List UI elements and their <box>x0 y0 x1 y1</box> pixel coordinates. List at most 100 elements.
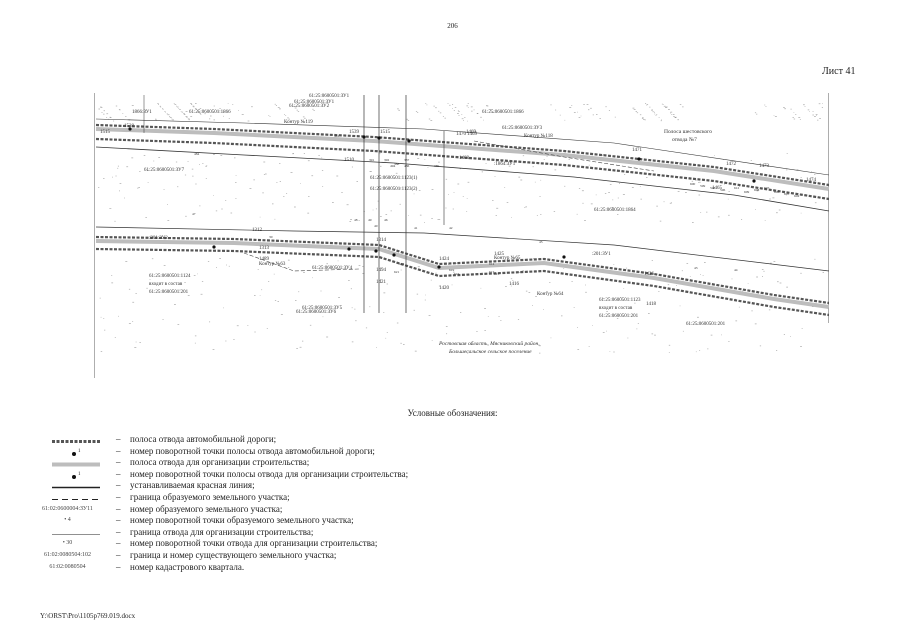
legend-symbol-graphic <box>52 487 100 489</box>
turning-point-marker <box>752 179 756 183</box>
terrain-speck <box>426 104 428 106</box>
terrain-speck <box>198 111 199 113</box>
terrain-speck <box>580 115 582 117</box>
terrain-speck <box>681 270 683 272</box>
terrain-speck <box>731 278 733 280</box>
terrain-speck <box>379 153 381 155</box>
terrain-speck <box>187 295 190 296</box>
terrain-speck <box>445 326 448 327</box>
terrain-speck <box>162 108 164 110</box>
terrain-speck <box>284 114 285 115</box>
legend-dash: – <box>116 492 121 502</box>
terrain-speck <box>365 327 368 329</box>
legend-symbol-graphic: 1 <box>72 449 81 456</box>
terrain-speck <box>654 111 655 113</box>
region-caption: Ростовская область, Мясниковский район, <box>438 340 540 347</box>
plot-number-label: входит в состав <box>149 282 183 287</box>
terrain-speck <box>195 103 197 104</box>
terrain-speck <box>279 181 281 182</box>
terrain-speck <box>163 189 165 190</box>
terrain-speck <box>269 116 271 117</box>
terrain-speck <box>608 110 610 111</box>
terrain-speck <box>453 271 455 273</box>
terrain-speck <box>109 116 111 118</box>
legend-dash: – <box>116 561 121 572</box>
legend-symbol-graphic <box>52 499 100 500</box>
legend-row: 1–номер поворотной точки полосы отвода а… <box>0 446 905 457</box>
terrain-speck <box>320 290 322 292</box>
terrain-speck <box>386 283 388 285</box>
terrain-speck <box>458 115 460 116</box>
terrain-speck <box>128 323 131 324</box>
terrain-speck <box>164 111 166 112</box>
terrain-speck <box>536 215 538 216</box>
terrain-speck <box>645 103 647 104</box>
point-number: 1515 <box>380 130 391 135</box>
terrain-speck <box>586 104 589 105</box>
plot-number-label: входит в состав <box>599 306 633 311</box>
small-point-number: 600 <box>690 182 696 186</box>
terrain-speck <box>665 106 668 108</box>
terrain-speck <box>467 103 469 104</box>
terrain-speck <box>790 108 792 110</box>
legend-dash: – <box>116 468 121 479</box>
point-number: 1418 <box>646 302 657 307</box>
terrain-speck <box>679 104 682 105</box>
terrain-speck <box>620 297 622 298</box>
legend-dash: – <box>116 480 121 491</box>
terrain-speck <box>467 107 469 108</box>
terrain-speck <box>674 117 676 118</box>
terrain-speck <box>751 310 753 312</box>
legend-symbol-text: 61:02:0600004:ЗУ11 <box>42 505 93 512</box>
point-number: 1470 <box>456 132 467 137</box>
terrain-speck <box>677 119 679 121</box>
terrain-speck <box>322 186 324 187</box>
terrain-speck <box>300 183 301 184</box>
legend-symbol-thin-line <box>30 527 105 538</box>
small-point-number: 609 <box>744 190 750 194</box>
terrain-speck <box>811 171 812 173</box>
legend-symbol-graphic <box>52 533 100 535</box>
strip-label: Полоса шестовского <box>664 129 712 135</box>
terrain-speck <box>698 194 701 196</box>
terrain-speck <box>119 183 122 184</box>
terrain-speck <box>212 349 215 350</box>
terrain-speck <box>346 204 349 206</box>
terrain-speck <box>568 159 570 160</box>
terrain-speck <box>573 307 575 308</box>
terrain-speck <box>648 313 650 314</box>
terrain-speck <box>380 165 382 167</box>
terrain-speck <box>118 315 119 317</box>
terrain-speck <box>167 114 170 116</box>
terrain-speck <box>641 118 644 119</box>
terrain-speck <box>470 106 473 108</box>
terrain-speck <box>383 292 386 294</box>
terrain-speck <box>553 211 556 212</box>
legend-dash: – <box>116 526 121 537</box>
terrain-speck <box>279 108 281 110</box>
terrain-speck <box>796 169 799 171</box>
legend-text: номер поворотной точки полосы отвода для… <box>130 468 409 479</box>
terrain-speck <box>756 113 758 115</box>
terrain-speck <box>759 345 762 347</box>
terrain-speck <box>532 166 534 168</box>
terrain-speck <box>492 200 494 201</box>
terrain-speck <box>302 340 304 342</box>
terrain-speck <box>453 192 455 193</box>
terrain-speck <box>274 218 276 220</box>
terrain-speck <box>660 120 662 122</box>
terrain-speck <box>700 274 701 275</box>
terrain-speck <box>98 108 100 110</box>
terrain-speck <box>390 210 392 212</box>
terrain-speck <box>776 350 778 351</box>
terrain-speck <box>484 330 486 331</box>
terrain-speck <box>218 110 220 112</box>
terrain-speck <box>113 120 115 122</box>
terrain-speck <box>658 117 660 118</box>
small-point-number: 599 <box>700 184 706 188</box>
legend-text: номер кадастрового квартала. <box>130 561 245 572</box>
small-point-number: 45 <box>539 240 543 244</box>
terrain-speck <box>494 176 496 177</box>
legend-text: номер образуемого земельного участка; <box>130 503 283 514</box>
terrain-speck <box>672 114 675 115</box>
